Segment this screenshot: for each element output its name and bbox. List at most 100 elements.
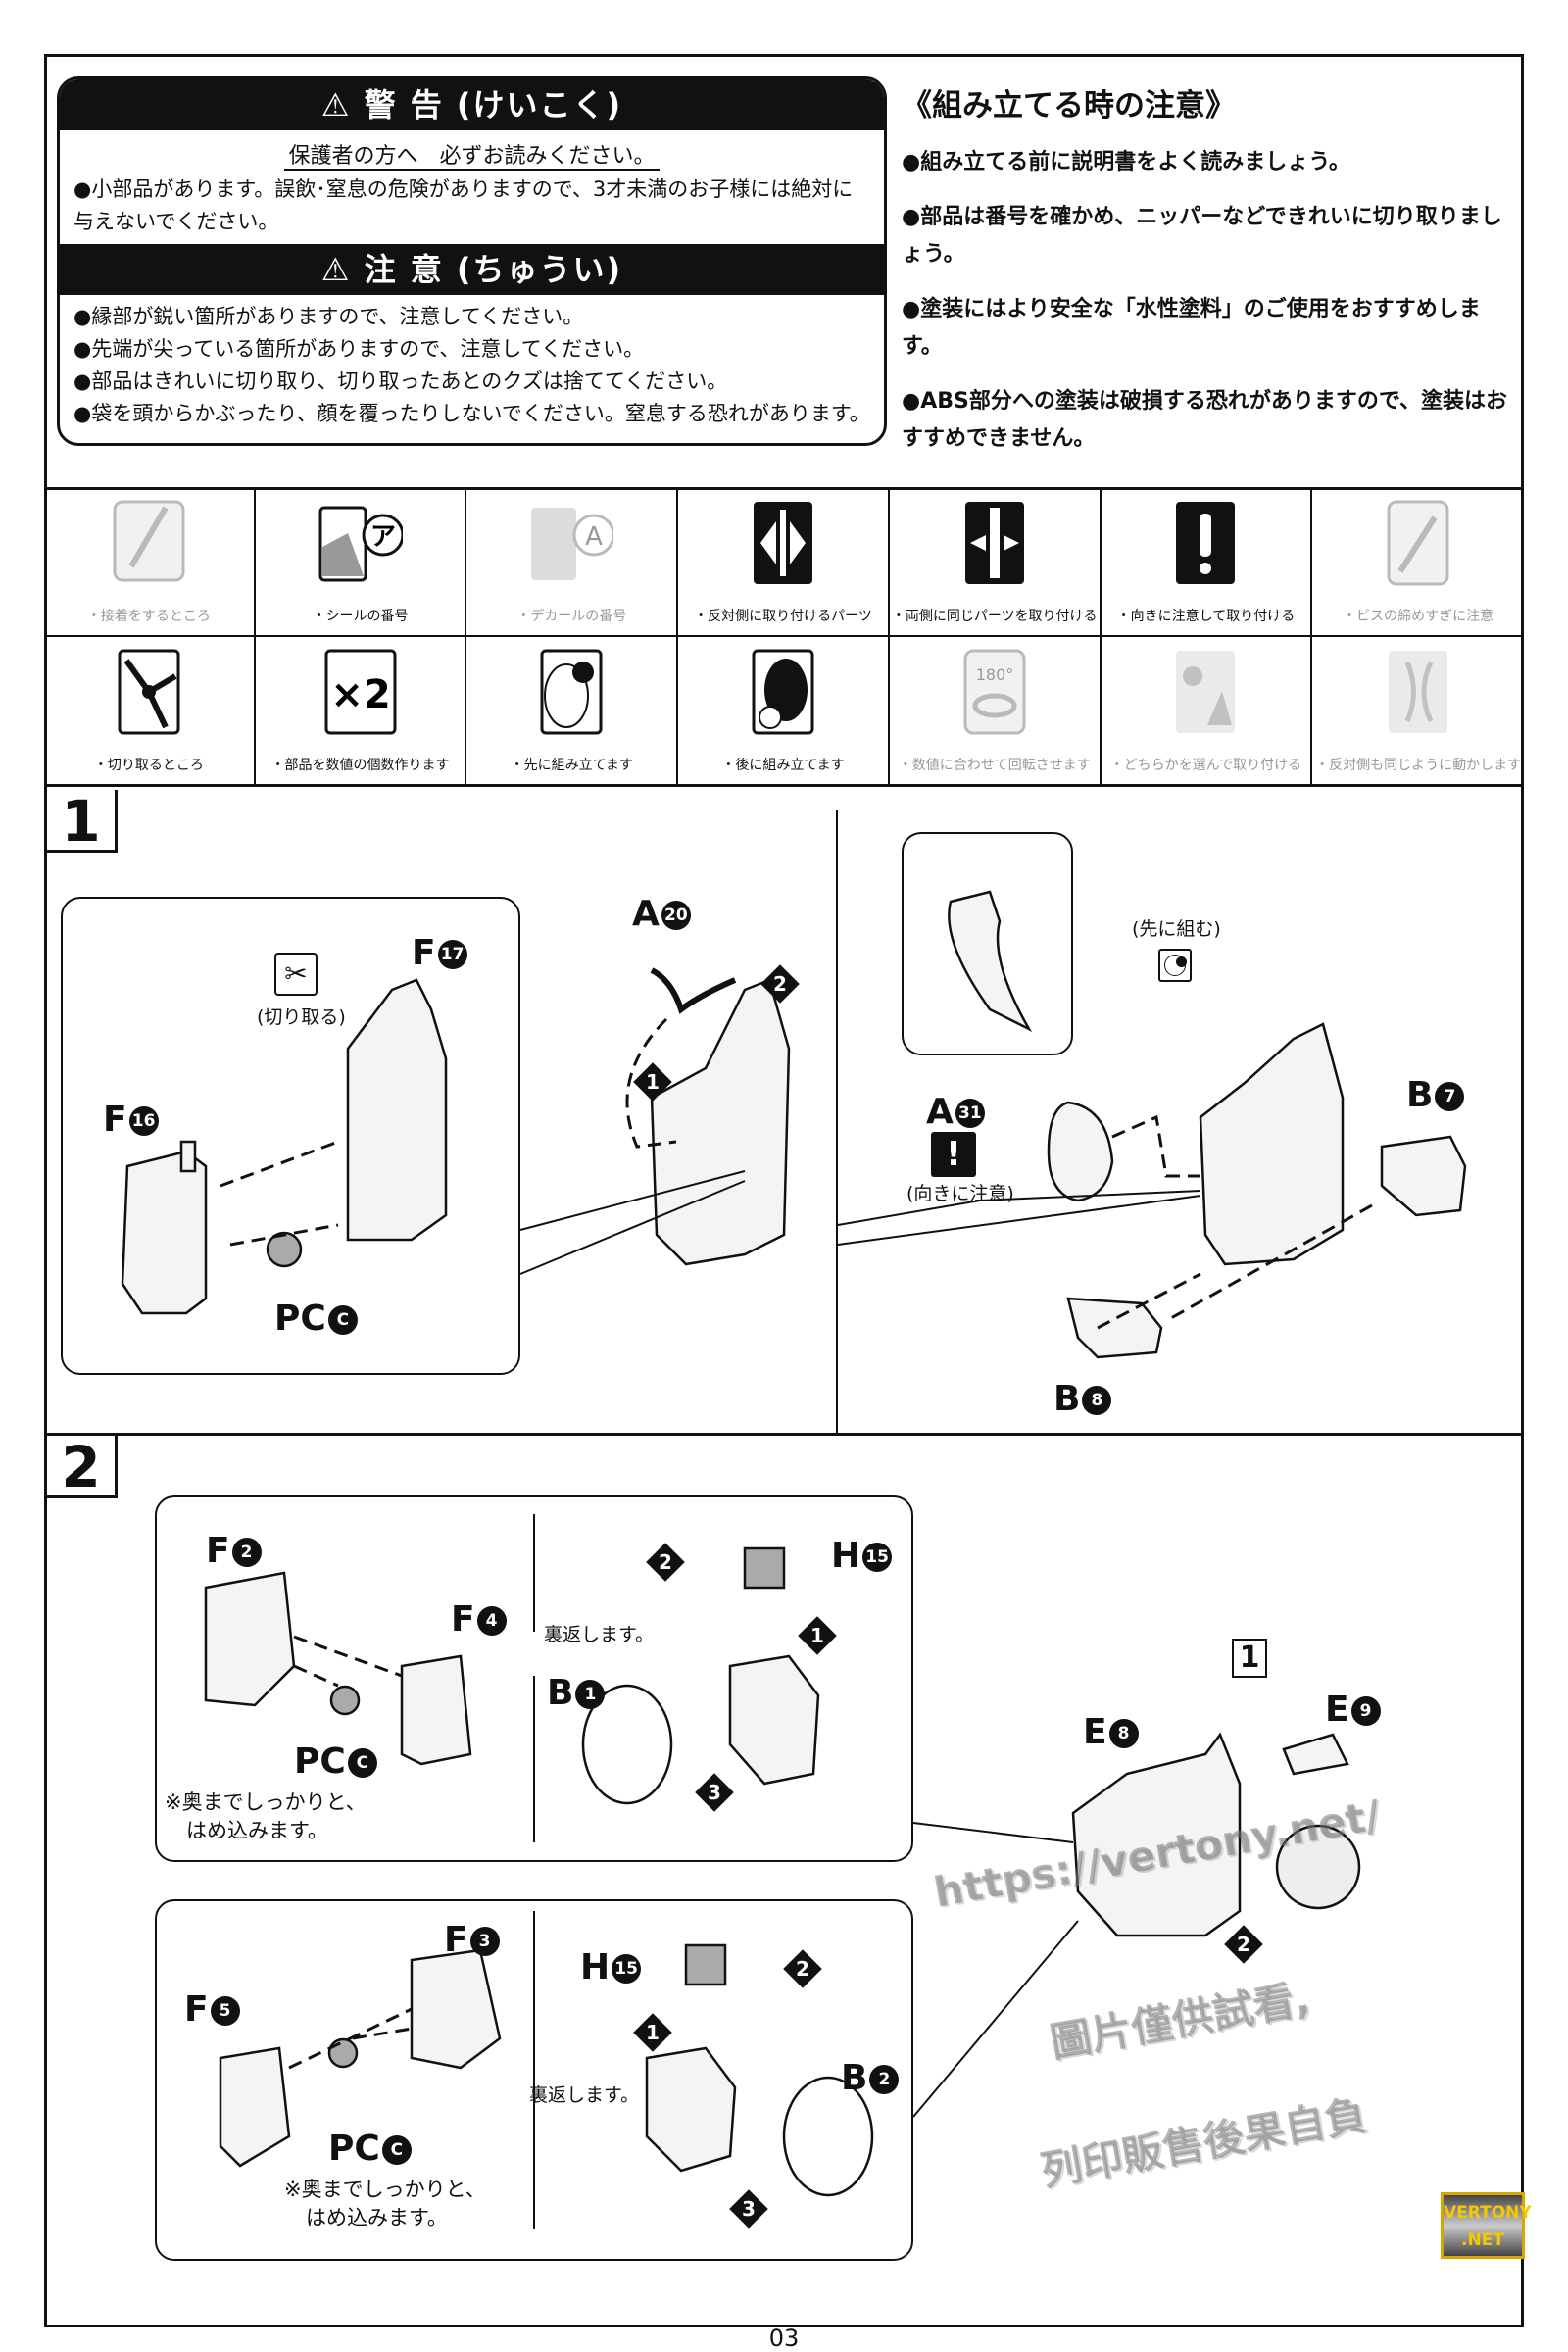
legend-label: ・切り取るところ: [93, 758, 204, 773]
step-sequence-1: 1: [798, 1616, 837, 1655]
assemble-later-icon: [741, 645, 825, 739]
step2-sub-box-lower: [155, 1899, 913, 2261]
legend-item: ・後に組み立てます: [678, 637, 890, 784]
caution-item: ●先端が尖っている箇所がありますので、注意してください。: [74, 337, 645, 361]
svg-text:ア: ア: [370, 522, 396, 552]
exclamation-icon: [1163, 496, 1248, 590]
step-sequence-3: 3: [695, 1773, 734, 1812]
decal-number-icon: A: [529, 496, 614, 590]
assemble-first-icon: [529, 645, 613, 739]
legend-label: ・接着をするところ: [86, 609, 211, 624]
warning-box: ⚠ 警 告 (けいこく) 保護者の方へ 必ずお読みください。 ●小部品があります…: [57, 76, 887, 446]
legend-label: ・後に組み立てます: [721, 758, 845, 773]
assemble-first-note: (先に組む): [1132, 918, 1221, 940]
step-sequence-2: 2: [646, 1543, 685, 1582]
assembly-note: ●組み立てる前に説明書をよく読みましょう。: [902, 150, 1350, 174]
glue-brush-icon: [107, 496, 191, 590]
assemble-first-icon: [1158, 949, 1192, 982]
caution-item: ●部品はきれいに切り取り、切り取ったあとのクズは捨ててください。: [74, 369, 728, 393]
assembly-notes: 《組み立てる時の注意》 ●組み立てる前に説明書をよく読みましょう。 ●部品は番号…: [902, 80, 1519, 475]
step-sequence-2: 2: [760, 964, 800, 1004]
legend-label: ・部品を数値の個数作ります: [270, 758, 450, 773]
orientation-caution-icon: !: [931, 1132, 976, 1177]
orientation-note: (向きに注意): [906, 1183, 1014, 1204]
step-sequence-1: 1: [633, 1062, 672, 1102]
vertony-logo: VERTONY.NET: [1441, 2192, 1532, 2259]
page-number: 03: [768, 2325, 800, 2352]
step-sequence-1: 1: [633, 2013, 672, 2052]
step-sequence-2: 2: [783, 1949, 822, 1988]
sticker-number-icon: ア: [318, 496, 403, 590]
legend-label: ・数値に合わせて回転させます: [898, 758, 1091, 773]
legend-label: ・ビスの締めすぎに注意: [1343, 609, 1494, 624]
legend-label: ・向きに注意して取り付ける: [1116, 609, 1296, 624]
legend-label: ・反対側も同じように動かします: [1315, 758, 1522, 773]
caution-item: ●袋を頭からかぶったり、顔を覆ったりしないでください。窒息する恐れがあります。: [74, 402, 870, 425]
assembly-note: ●部品は番号を確かめ、ニッパーなどできれいに切り取りましょう。: [902, 205, 1502, 267]
nipper-cut-icon: ✂: [274, 953, 318, 996]
legend-label: ・先に組み立てます: [510, 758, 633, 773]
divider: [836, 810, 838, 1251]
legend-label: ・反対側に取り付けるパーツ: [694, 609, 872, 624]
legend-item: ・向きに注意して取り付ける: [1101, 490, 1313, 637]
svg-text:A: A: [585, 522, 603, 552]
choose-one-icon: [1163, 645, 1248, 739]
press-note: ※奥までしっかりと、はめ込みます。: [284, 2178, 486, 2230]
step-reference-box: 1: [1232, 1639, 1267, 1678]
legend-label: ・どちらかを選んで取り付ける: [1109, 758, 1302, 773]
step-number: 1: [47, 790, 118, 853]
divider: [836, 1250, 838, 1436]
caution-item: ●縁部が鋭い箇所がありますので、注意してください。: [74, 305, 584, 328]
step2-sub-box-upper: [155, 1495, 913, 1862]
rotate-180-icon: 180°: [953, 645, 1037, 739]
legend-item: ×2 ・部品を数値の個数作ります: [256, 637, 467, 784]
caution-title: ⚠ 注 意 (ちゅうい): [60, 244, 884, 295]
legend-item: ・反対側も同じように動かします: [1312, 637, 1524, 784]
flip-note: 裏返します。: [544, 1624, 655, 1645]
svg-text:×2: ×2: [330, 672, 390, 717]
step-sequence-2: 2: [1224, 1925, 1263, 1964]
assembly-note: ●塗装にはより安全な「水性塗料」のご使用をおすすめします。: [902, 297, 1481, 359]
legend-label: ・デカールの番号: [516, 609, 627, 624]
opposite-side-icon: [741, 496, 825, 590]
both-sides-icon: [953, 496, 1037, 590]
page-frame: [44, 54, 1524, 2328]
cut-note: (切り取る): [257, 1006, 346, 1028]
legend-item: ・両側に同じパーツを取り付ける: [889, 490, 1102, 637]
divider: [44, 1433, 1524, 1436]
legend-item: 180° ・数値に合わせて回転させます: [890, 637, 1102, 784]
legend-item: ・先に組み立てます: [466, 637, 679, 784]
step-sequence-3: 3: [729, 2189, 768, 2229]
times-two-icon: ×2: [318, 645, 403, 739]
legend-item: ・どちらかを選んで取り付ける: [1102, 637, 1313, 784]
warning-title: ⚠ 警 告 (けいこく): [60, 79, 884, 130]
legend-item: A ・デカールの番号: [466, 490, 679, 637]
screw-caution-icon: [1376, 496, 1460, 590]
assembly-note: ●ABS部分への塗装は破損する恐れがありますので、塗装はおすすめできません。: [902, 389, 1507, 451]
legend-label: ・シールの番号: [312, 609, 409, 624]
warning-subtitle: 保護者の方へ 必ずお読みください。: [284, 144, 660, 171]
legend-item: ・切り取るところ: [44, 637, 256, 784]
nipper-cut-icon: [107, 645, 191, 739]
legend-item: ・反対側に取り付けるパーツ: [678, 490, 890, 637]
svg-text:180°: 180°: [975, 665, 1013, 684]
